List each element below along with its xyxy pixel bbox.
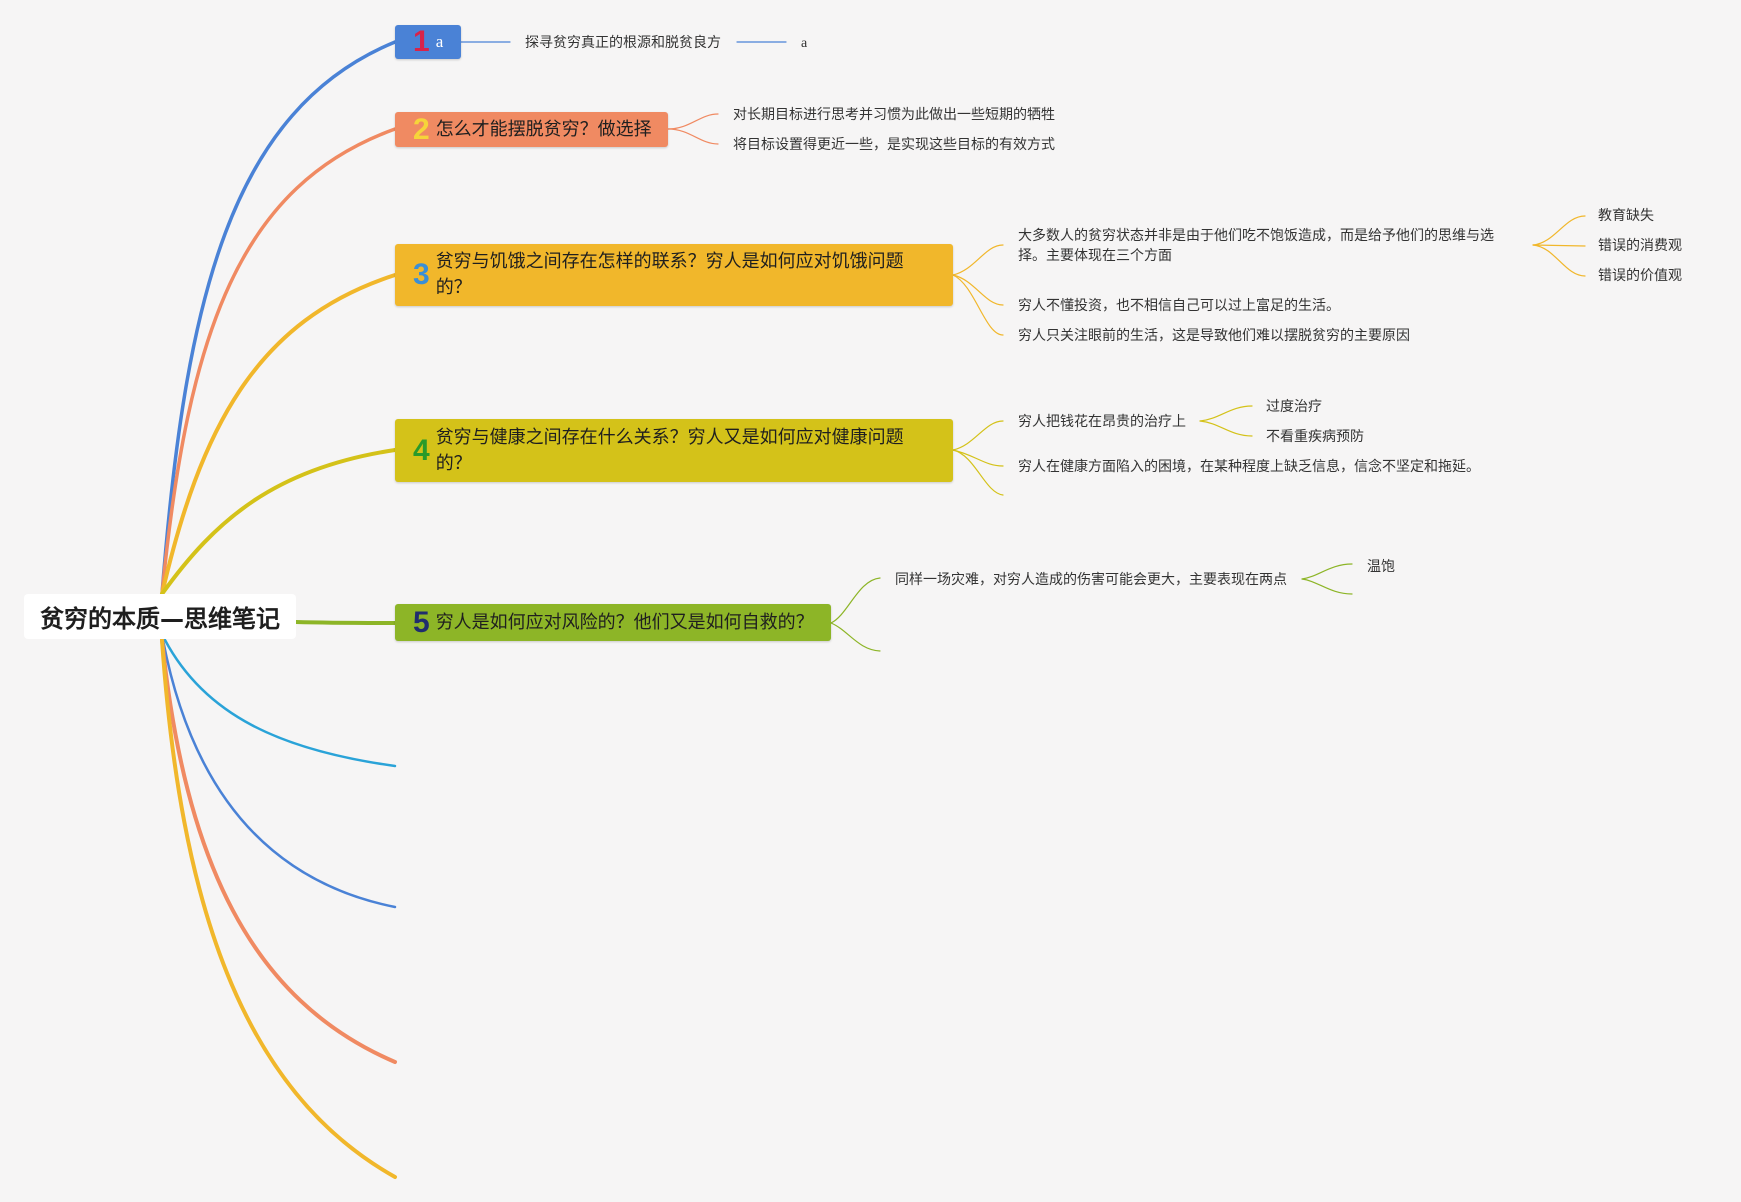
topic-3-subtopic-1[interactable]: 大多数人的贫穷状态并非是由于他们吃不饱饭造成，而是给予他们的思维与选择。主要体现… xyxy=(1018,228,1494,264)
branch-1 xyxy=(160,40,397,596)
topic-3-subtopic-1-child-3[interactable]: 错误的价值观 xyxy=(1598,268,1682,284)
branch-9 xyxy=(160,638,397,1179)
topic-4-subtopic-1-child-2[interactable]: 不看重疾病预防 xyxy=(1266,429,1364,445)
topic-1-subtopic-2[interactable]: a xyxy=(801,36,808,51)
topic-3-title: 贫穷与饥饿之间存在怎样的联系？穷人是如何应对饥饿问题的？ xyxy=(435,251,904,298)
topic-4-number: 4 xyxy=(413,433,430,467)
branch-5 xyxy=(294,620,397,625)
topic-3-number: 3 xyxy=(413,258,430,291)
topic-2-number: 2 xyxy=(413,112,430,146)
branch-6 xyxy=(163,638,397,768)
branch-4 xyxy=(160,448,397,596)
topic-3[interactable]: 3 贫穷与饥饿之间存在怎样的联系？穷人是如何应对饥饿问题的？ xyxy=(395,244,953,306)
topic-1-subtopic-1[interactable]: 探寻贫穷真正的根源和脱贫良方 xyxy=(525,35,721,51)
topic-4-subtopic-1-child-1[interactable]: 过度治疗 xyxy=(1266,399,1322,415)
topic-3-subtopic-3[interactable]: 穷人只关注眼前的生活，这是导致他们难以摆脱贫穷的主要原因 xyxy=(1018,328,1410,344)
topic-1-number: 1 xyxy=(413,25,430,58)
topic-5-title: 穷人是如何应对风险的？他们又是如何自救的？ xyxy=(435,611,814,633)
topic-4-title: 贫穷与健康之间存在什么关系？穷人又是如何应对健康问题的？ xyxy=(435,426,904,474)
topic-4-subtopic-1[interactable]: 穷人把钱花在昂贵的治疗上 xyxy=(1018,414,1186,430)
branch-7 xyxy=(161,638,397,909)
topic-2-subtopic-2[interactable]: 将目标设置得更近一些，是实现这些目标的有效方式 xyxy=(733,137,1055,153)
topic-2-title: 怎么才能摆脱贫穷？做选择 xyxy=(435,118,652,140)
topic-1-title: a xyxy=(435,32,444,51)
topic-5[interactable]: 5 穷人是如何应对风险的？他们又是如何自救的？ xyxy=(395,604,831,641)
topic-4-subtopic-2[interactable]: 穷人在健康方面陷入的困境，在某种程度上缺乏信息，信念不坚定和拖延。 xyxy=(1018,459,1480,475)
branch-8 xyxy=(160,638,397,1064)
root-title: 贫穷的本质—思维笔记 xyxy=(40,605,280,633)
topic-4[interactable]: 4 贫穷与健康之间存在什么关系？穷人又是如何应对健康问题的？ xyxy=(395,419,953,482)
branch-2 xyxy=(160,127,397,596)
root-topic[interactable]: 贫穷的本质—思维笔记 xyxy=(24,594,296,639)
topic-5-subtopic-1-child-1[interactable]: 温饱 xyxy=(1367,559,1395,575)
topic-2[interactable]: 2 怎么才能摆脱贫穷？做选择 xyxy=(395,112,668,147)
topic-3-subtopic-1-child-1[interactable]: 教育缺失 xyxy=(1598,208,1654,224)
topic-5-subtopic-1[interactable]: 同样一场灾难，对穷人造成的伤害可能会更大，主要表现在两点 xyxy=(895,572,1287,588)
topic-3-subtopic-2[interactable]: 穷人不懂投资，也不相信自己可以过上富足的生活。 xyxy=(1018,298,1340,314)
topic-3-subtopic-1-child-2[interactable]: 错误的消费观 xyxy=(1598,238,1682,254)
topic-2-subtopic-1[interactable]: 对长期目标进行思考并习惯为此做出一些短期的牺牲 xyxy=(733,107,1055,123)
topic-5-number: 5 xyxy=(413,605,430,639)
branch-3 xyxy=(160,273,397,596)
topic-1[interactable]: 1 a xyxy=(395,25,461,59)
